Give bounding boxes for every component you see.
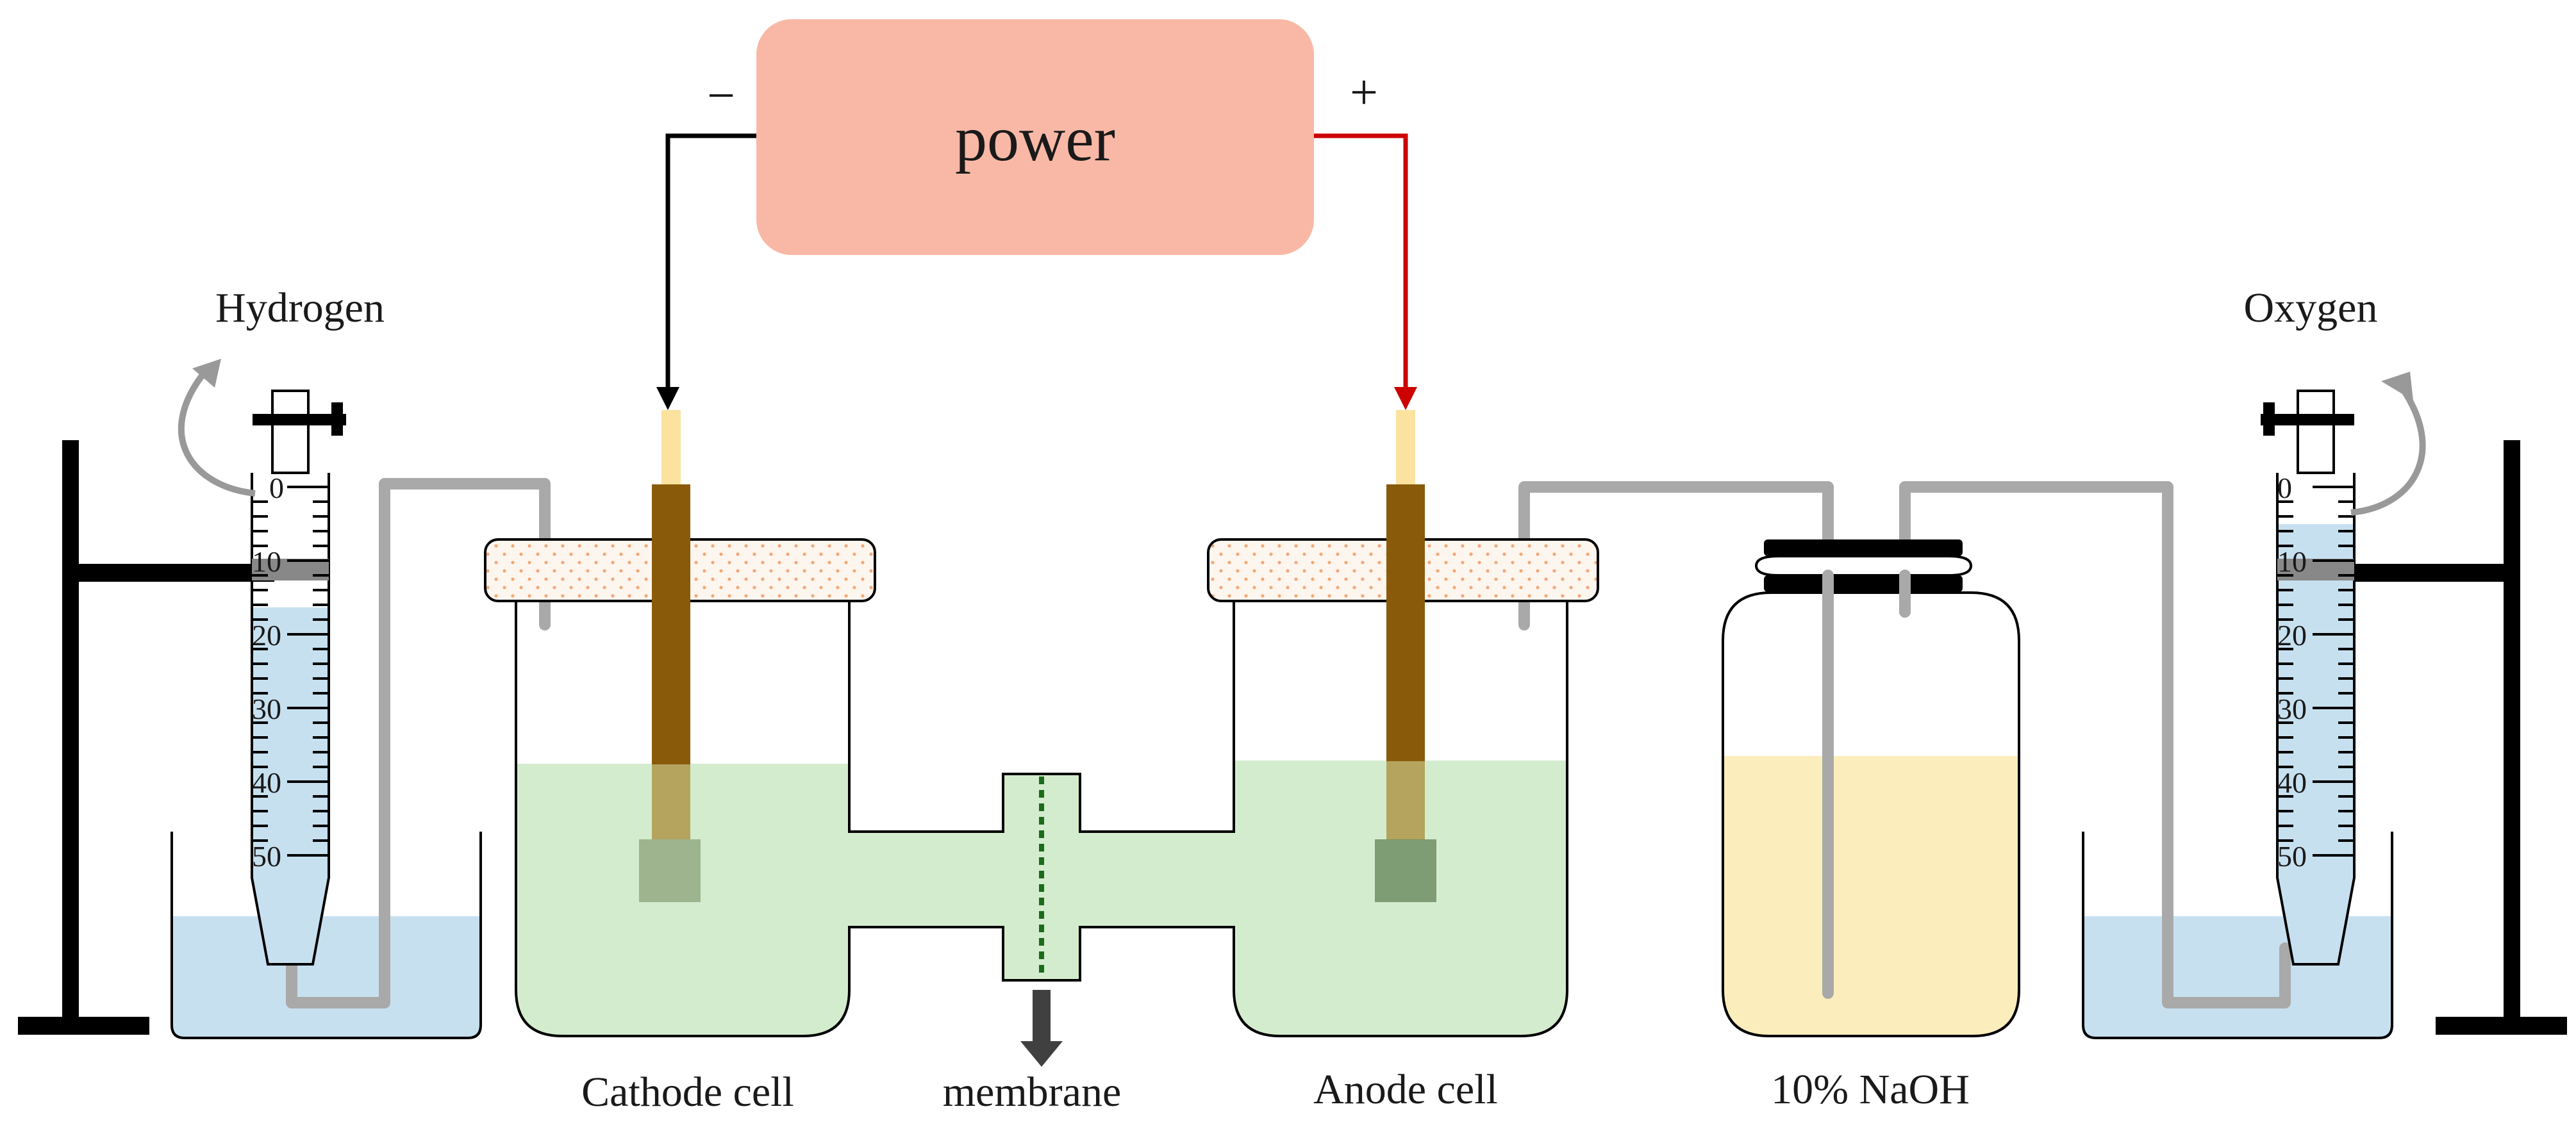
cathode-cell-label: Cathode cell [581, 1069, 794, 1115]
right-burette-stopcock-handle [2261, 414, 2354, 425]
negative-wire [656, 133, 756, 410]
h-type-electrolytic-cell [515, 601, 1568, 1037]
positive-terminal-sign: + [1350, 64, 1378, 120]
membrane-label: membrane [943, 1069, 1122, 1115]
anode-cell-label: Anode cell [1313, 1066, 1498, 1113]
right-burette-tick-50: 50 [2277, 840, 2307, 873]
negative-wire-arrowhead [656, 387, 679, 410]
left-burette-tick-10: 10 [252, 545, 281, 578]
positive-wire [1314, 133, 1417, 410]
cathode-plate [639, 839, 701, 902]
right-burette-tick-40: 40 [2277, 766, 2307, 799]
oxygen-release-arrow-icon [2350, 372, 2426, 516]
oxygen-label: Oxygen [2244, 284, 2378, 331]
right-burette-tick-10: 10 [2277, 545, 2307, 578]
left-burette-tick-30: 30 [252, 693, 281, 725]
power-supply: power − + [707, 19, 1378, 255]
left-water-trough [170, 832, 482, 1039]
power-box [756, 19, 1314, 255]
left-burette-tick-40: 40 [252, 766, 281, 799]
power-label: power [955, 103, 1115, 174]
membrane-pointer-arrow-icon [1020, 990, 1063, 1067]
hydrogen-delivery-tube [286, 478, 551, 1008]
right-burette-tick-0: 0 [2277, 472, 2292, 504]
anode-electrode [1375, 410, 1436, 902]
naoh-bottle-cap [1764, 539, 1963, 556]
negative-terminal-sign: − [707, 67, 735, 123]
left-burette-stopcock-handle [253, 414, 346, 425]
naoh-wash-bottle [1722, 539, 2020, 1037]
left-burette-tick-20: 20 [252, 619, 281, 652]
left-burette: 0 10 20 30 40 50 [251, 390, 346, 966]
naoh-bottle-label: 10% NaOH [1771, 1066, 1970, 1113]
right-burette-tick-20: 20 [2277, 619, 2307, 652]
right-burette: 0 10 20 30 40 50 [2261, 390, 2356, 966]
hydrogen-release-arrow-icon [178, 359, 256, 497]
hydrogen-label: Hydrogen [215, 284, 385, 331]
left-burette-tick-50: 50 [252, 840, 281, 873]
positive-wire-arrowhead [1394, 387, 1417, 410]
left-burette-tick-0: 0 [269, 472, 284, 504]
oxygen-tube-to-burette [1899, 481, 2291, 1008]
right-burette-tick-30: 30 [2277, 693, 2307, 725]
anode-plate [1375, 839, 1436, 902]
cathode-electrode [639, 410, 701, 902]
left-retort-stand [18, 440, 274, 1035]
